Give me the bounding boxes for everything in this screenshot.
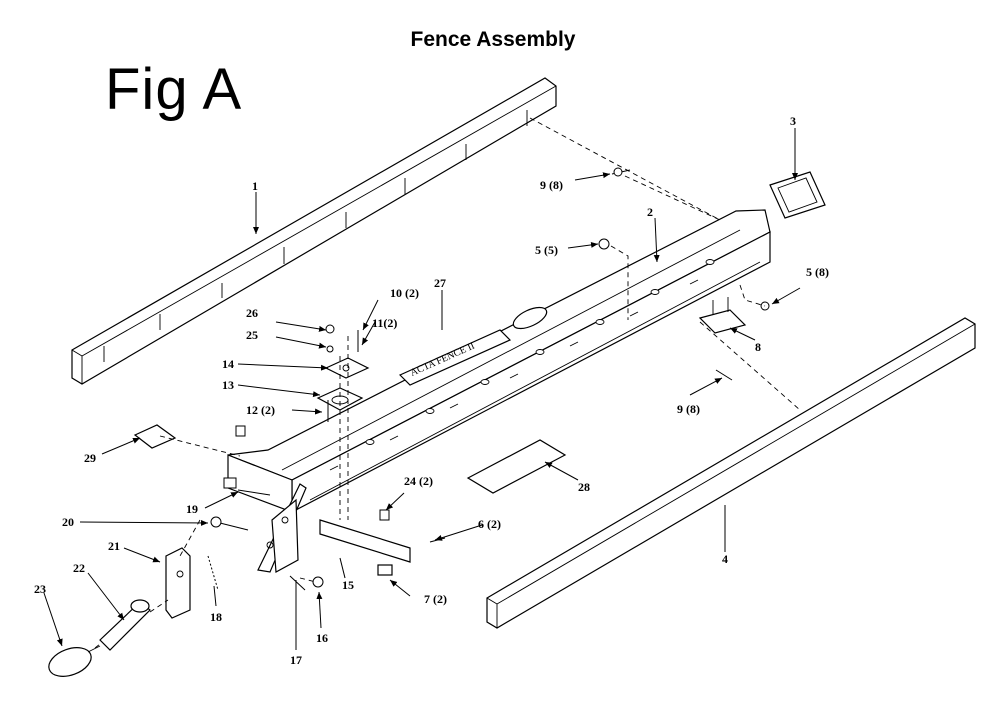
callout-9a: 9 (8) — [540, 178, 563, 192]
callout-26: 26 — [246, 306, 258, 320]
callout-9b: 9 (8) — [677, 402, 700, 416]
callout-2: 2 — [647, 205, 653, 219]
callout-10: 10 (2) — [390, 286, 419, 300]
callout-12: 12 (2) — [246, 403, 275, 417]
label-28 — [466, 439, 567, 494]
fence-face-front — [486, 317, 976, 629]
callout-5b: 5 (8) — [806, 265, 829, 279]
callout-6: 6 (2) — [478, 517, 501, 531]
fence-head-bracket — [257, 483, 307, 573]
callout-15: 15 — [342, 578, 354, 592]
callout-8: 8 — [755, 340, 761, 354]
callout-16: 16 — [316, 631, 328, 645]
cam — [165, 547, 191, 619]
label-29 — [133, 424, 177, 449]
callout-25: 25 — [246, 328, 258, 342]
hardware — [207, 167, 770, 591]
callout-28: 28 — [578, 480, 590, 494]
cam-clamp — [324, 357, 370, 379]
callout-17: 17 — [290, 653, 302, 667]
callout-29: 29 — [84, 451, 96, 465]
callouts: 1 2 3 4 5 (5) 5 (8) 6 (2) 7 (2) 8 9 (8) … — [34, 114, 829, 667]
assembly-lines — [94, 117, 801, 649]
callout-21: 21 — [108, 539, 120, 553]
fence-face-rear — [71, 77, 557, 385]
handle-lever — [99, 599, 151, 651]
figure-label: Fig A — [105, 57, 243, 122]
callout-19: 19 — [186, 502, 198, 516]
callout-23: 23 — [34, 582, 46, 596]
end-cap — [769, 171, 826, 219]
diagram-title: Fence Assembly — [410, 28, 576, 51]
callout-27: 27 — [434, 276, 446, 290]
callout-7: 7 (2) — [424, 592, 447, 606]
callout-4: 4 — [722, 552, 728, 566]
callout-18: 18 — [210, 610, 222, 624]
stud-plate — [698, 297, 747, 334]
handle-knob — [48, 645, 101, 677]
leader-lines — [43, 128, 801, 650]
callout-11: 11(2) — [372, 316, 397, 330]
callout-24: 24 (2) — [404, 474, 433, 488]
callout-5a: 5 (5) — [535, 243, 558, 257]
callout-1: 1 — [252, 179, 258, 193]
callout-13: 13 — [222, 378, 234, 392]
callout-3: 3 — [790, 114, 796, 128]
callout-22: 22 — [73, 561, 85, 575]
callout-20: 20 — [62, 515, 74, 529]
rail-end-bracket — [319, 519, 411, 576]
callout-14: 14 — [222, 357, 234, 371]
